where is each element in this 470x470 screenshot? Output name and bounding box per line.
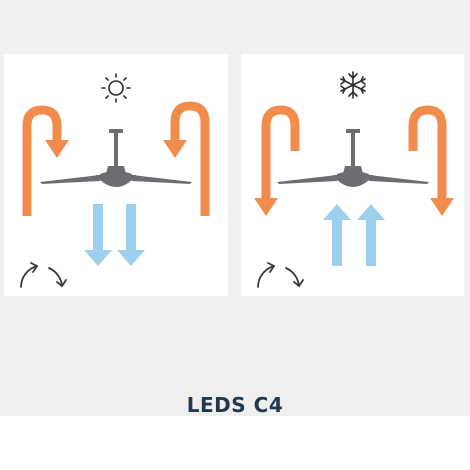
orange-airflow-arrow-right — [163, 101, 210, 216]
orange-airflow-arrow-right — [408, 105, 454, 216]
snowflake-icon — [340, 71, 366, 99]
winter-mode-panel — [241, 54, 464, 296]
ceiling-fan-icon — [40, 129, 192, 187]
rotation-icon — [257, 262, 304, 288]
orange-airflow-arrow-left — [22, 105, 69, 216]
brand-caption: LEDS C4 — [186, 393, 284, 417]
blue-airflow-arrows-up — [323, 204, 385, 266]
blue-airflow-arrows-down — [84, 204, 145, 266]
ceiling-fan-icon — [277, 129, 429, 187]
rotation-icon — [20, 262, 67, 288]
orange-airflow-arrow-left — [254, 105, 300, 216]
summer-mode-panel — [4, 54, 228, 296]
sun-icon — [101, 73, 131, 103]
